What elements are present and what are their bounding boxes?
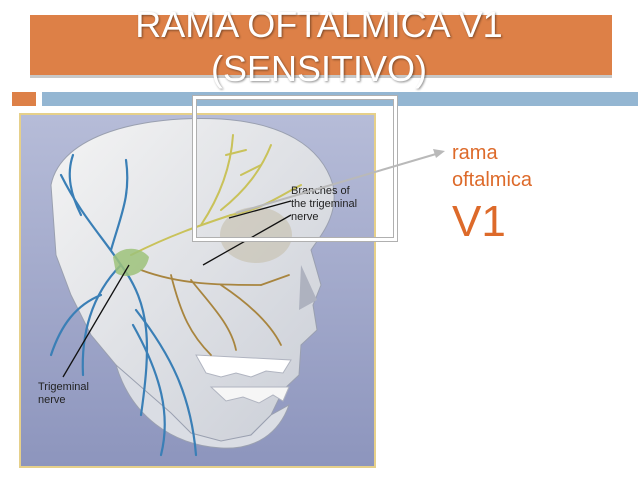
skull-drawing	[21, 115, 374, 466]
maxillary-branch-brown	[140, 269, 290, 356]
slide-title: RAMA OFTALMICA V1 (SENSITIVO)	[0, 3, 638, 91]
trigeminal-nerve-blue	[49, 153, 198, 457]
anatomy-illustration	[19, 113, 376, 468]
ganglion	[113, 248, 149, 277]
branches-caption: Branches of the trigeminal nerve	[291, 185, 357, 224]
accent-square	[12, 92, 36, 106]
title-bar	[30, 15, 612, 75]
trigeminal-caption: Trigeminal nerve	[38, 381, 89, 407]
title-line-2: (SENSITIVO)	[210, 48, 428, 89]
branches-pointer-1	[228, 200, 292, 219]
ophthalmic-branch-yellow	[130, 134, 302, 256]
nasal-cavity	[299, 265, 317, 310]
ophthalmic-label: rama oftalmica	[452, 140, 532, 194]
v1-label: V1	[452, 197, 506, 246]
title-bar-shadow	[30, 75, 612, 78]
trigeminal-caption-line-2: nerve	[38, 394, 66, 406]
trigeminal-pointer	[62, 264, 130, 378]
mandible	[115, 363, 290, 449]
accent-rule	[42, 92, 638, 106]
branches-caption-line-1: Branches of	[291, 185, 350, 197]
lower-teeth	[209, 386, 290, 404]
upper-teeth	[195, 354, 292, 378]
branches-caption-line-2: the trigeminal	[291, 198, 358, 210]
ophthalmic-label-line-2: oftalmica	[452, 169, 533, 191]
branches-caption-line-3: nerve	[291, 211, 319, 223]
highlight-box	[193, 96, 397, 241]
trigeminal-caption-line-1: Trigeminal	[38, 381, 89, 393]
ophthalmic-label-line-1: rama	[452, 142, 498, 164]
title-line-1: RAMA OFTALMICA V1	[135, 4, 503, 45]
